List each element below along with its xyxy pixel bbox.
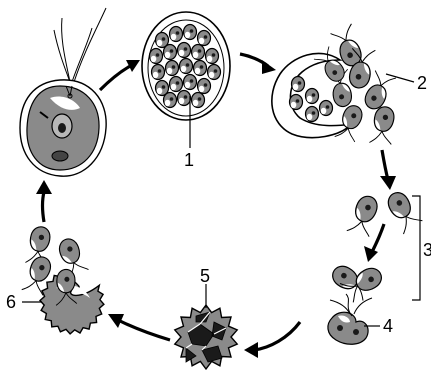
arrow-head	[262, 60, 276, 74]
arrow-germination-to-adult	[43, 192, 45, 222]
arrow-cyst-to-germination	[118, 320, 170, 340]
arrow-zygote-to-cyst	[254, 322, 300, 350]
sporangium	[142, 12, 230, 148]
label-3: 3	[423, 240, 431, 260]
leader-line-2	[386, 74, 414, 82]
label-1: 1	[184, 150, 194, 170]
arrow-head	[364, 246, 378, 262]
arrow-adult-to-sporangium	[100, 64, 134, 90]
label-5: 5	[200, 266, 210, 286]
releasing-sporangium	[272, 24, 414, 146]
label-4: 4	[383, 316, 393, 336]
zygote	[328, 294, 380, 344]
label-2: 2	[417, 73, 427, 93]
arrow-head	[380, 176, 396, 190]
arrow-head	[36, 180, 52, 194]
resting-cyst	[175, 284, 237, 369]
arrow-gametes-to-fusion	[372, 224, 384, 252]
adult-flagellate-cell	[20, 8, 106, 176]
fusing-gametes	[328, 261, 386, 304]
label-6: 6	[6, 292, 16, 312]
germinating-zygote	[22, 225, 104, 334]
arrow-release-to-gametes	[382, 150, 388, 180]
arrow-head	[244, 342, 258, 358]
bracket-3	[412, 196, 420, 300]
